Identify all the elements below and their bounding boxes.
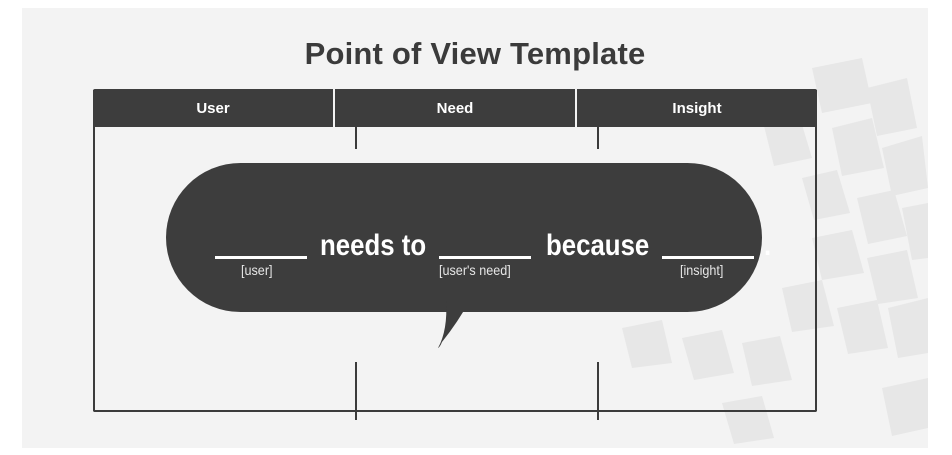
header-insight: Insight	[575, 89, 817, 127]
hint-user: [user]	[241, 262, 273, 278]
page-title: Point of View Template	[304, 36, 646, 71]
statement-period: .	[764, 229, 772, 262]
word-needs-to: needs to	[320, 229, 427, 262]
column-divider-bottom-1	[355, 362, 357, 420]
column-divider-top-2	[597, 127, 599, 149]
pov-statement: [user] needs to [user's need] because [i…	[166, 163, 771, 312]
speech-bubble	[166, 163, 762, 312]
word-because: because	[546, 229, 650, 262]
header-user: User	[196, 99, 230, 117]
column-divider-bottom-2	[597, 362, 599, 420]
pov-table	[93, 90, 817, 412]
background-decoration	[622, 58, 928, 444]
blank-user	[215, 256, 307, 259]
header-need: Need	[333, 89, 575, 127]
column-divider-right-top	[815, 127, 817, 149]
blank-need	[439, 256, 531, 259]
table-header: User Need Insight	[93, 89, 817, 127]
blank-insight	[662, 256, 754, 259]
column-divider-top-1	[355, 127, 357, 149]
hint-insight: [insight]	[680, 262, 724, 278]
hint-need: [user's need]	[439, 262, 511, 278]
speech-bubble-tail	[438, 300, 470, 348]
